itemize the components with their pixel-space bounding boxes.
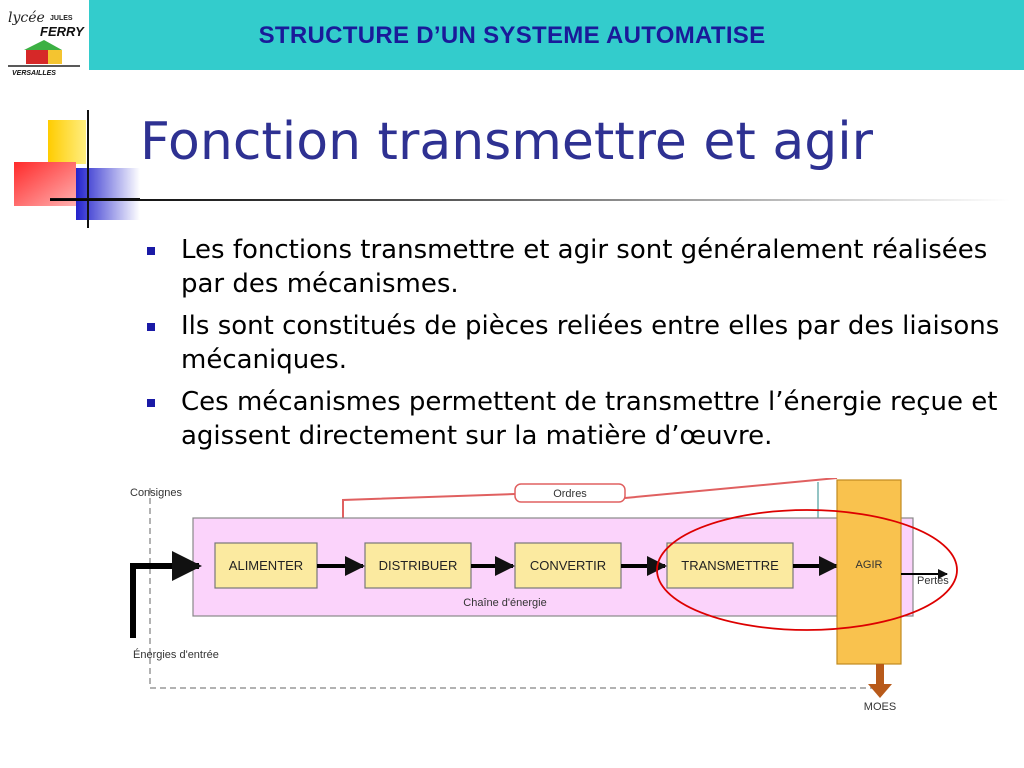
logo-wing-shape: [48, 50, 62, 64]
box-agir: [836, 479, 902, 665]
chain-label: Chaîne d'énergie: [463, 597, 546, 609]
highlight-ellipse: [656, 509, 958, 631]
energies-label: Énergies d'entrée: [133, 648, 219, 661]
moes-arrow-shaft: [876, 664, 884, 686]
input-energy-arrow: [130, 551, 202, 638]
logo-jules-text: JULES: [50, 15, 73, 22]
box-transmettre: [666, 542, 794, 589]
logo-ferry-text: FERRY: [40, 24, 85, 39]
header-bar: [89, 0, 1024, 70]
school-logo: lycée JULES FERRY VERSAILLES: [0, 0, 89, 78]
pertes-label: Pertes: [917, 575, 949, 587]
ordres-box: [514, 483, 626, 503]
header-title: STRUCTURE D’UN SYSTEME AUTOMATISE: [258, 22, 766, 49]
title-decoration: [14, 110, 140, 228]
logo-city-text: VERSAILLES: [12, 70, 56, 77]
ordres-label: Ordres: [553, 488, 587, 500]
box-convertir: [514, 542, 622, 589]
title-underline: [50, 199, 1010, 201]
system-boundary: [149, 488, 885, 689]
deco-blue-square: [76, 168, 140, 220]
consignes-label: Consignes: [130, 487, 182, 499]
ordres-top-line: [624, 478, 838, 499]
box-alimenter: [214, 542, 318, 589]
logo-house-shape: [26, 50, 48, 64]
moes-label: MOES: [864, 701, 896, 713]
box-distribuer-label: DISTRIBUER: [379, 558, 458, 573]
deco-yellow-square: [48, 120, 86, 164]
bullet-list: Les fonctions transmettre et agir sont g…: [145, 233, 1015, 461]
box-transmettre-label: TRANSMETTRE: [681, 558, 779, 573]
bullet-item: Les fonctions transmettre et agir sont g…: [145, 233, 1015, 301]
box-convertir-label: CONVERTIR: [530, 558, 606, 573]
moes-arrow-head: [868, 684, 892, 698]
box-agir-label: AGIR: [856, 559, 883, 571]
bullet-item: Ils sont constitués de pièces reliées en…: [145, 309, 1015, 377]
slide-title: Fonction transmettre et agir: [140, 112, 874, 172]
logo-roof-shape: [24, 40, 62, 50]
energy-chain-diagram: Consignes Ordres Chaîne d'énergie Énergi…: [130, 478, 958, 713]
box-alimenter-label: ALIMENTER: [229, 558, 303, 573]
logo-script-text: lycée: [8, 10, 45, 26]
bullet-item: Ces mécanismes permettent de transmettre…: [145, 385, 1015, 453]
